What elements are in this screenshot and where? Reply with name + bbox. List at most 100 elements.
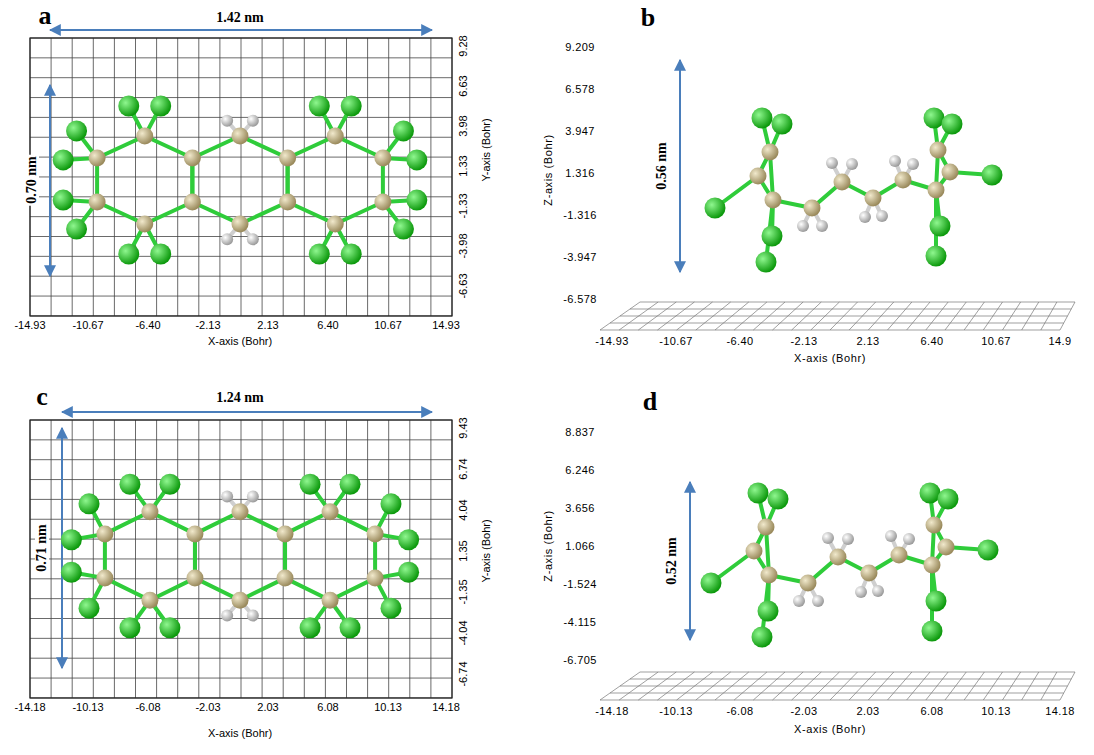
carbon-atom <box>865 190 882 207</box>
tick-label: 8.837 <box>565 427 595 438</box>
panel-letter: c <box>36 384 48 410</box>
chlorine-atom <box>150 95 171 116</box>
tick-label: 2.13 <box>856 336 879 347</box>
axis-title: Z-axis (Bohr) <box>543 510 554 581</box>
tick-label: -14.93 <box>595 336 629 347</box>
hydrogen-atom <box>822 532 834 544</box>
chlorine-atom <box>118 244 139 265</box>
tick-label: 3.947 <box>565 126 595 137</box>
carbon-atom <box>184 194 201 211</box>
floor-grid <box>600 302 1075 330</box>
grid-line <box>30 678 452 679</box>
tick-label: 2.03 <box>257 702 278 713</box>
tick-label: 6.578 <box>565 84 595 95</box>
tick-label: -6.40 <box>726 336 753 347</box>
grid-line <box>640 302 1075 303</box>
chlorine-atom <box>752 108 773 129</box>
chlorine-atom <box>119 474 140 495</box>
dimension-label: 0.52 nm <box>665 535 679 586</box>
panel-letter: b <box>641 5 655 31</box>
chlorine-atom <box>118 95 139 116</box>
tick-label: 4.04 <box>458 499 469 520</box>
chlorine-atom <box>300 474 321 495</box>
chlorine-atom <box>341 95 362 116</box>
tick-label: 2.03 <box>856 706 879 717</box>
chlorine-atom <box>926 246 947 267</box>
grid-line <box>30 296 452 297</box>
chlorine-atom <box>922 621 943 642</box>
axis-title: X-axis (Bohr) <box>208 728 272 739</box>
tick-label: -2.13 <box>790 336 817 347</box>
tick-label: -6.08 <box>135 702 160 713</box>
grid-line <box>620 686 1068 687</box>
hydrogen-atom <box>889 155 901 167</box>
grid-line <box>600 700 1060 701</box>
tick-label: 2.13 <box>257 320 278 331</box>
hydrogen-atom <box>826 157 838 169</box>
chlorine-atom <box>978 540 999 561</box>
grid-line <box>30 276 452 277</box>
hydrogen-atom <box>247 490 259 502</box>
chlorine-atom <box>768 489 789 510</box>
carbon-atom <box>800 575 817 592</box>
chlorine-atom <box>393 120 414 141</box>
dimension-label: 1.24 nm <box>214 391 265 405</box>
chlorine-atom <box>938 489 959 510</box>
tick-label: 1.066 <box>565 541 595 552</box>
tick-label: 6.08 <box>920 706 943 717</box>
tick-label: 14.93 <box>432 320 460 331</box>
carbon-atom <box>926 517 943 534</box>
dimension-arrow <box>61 428 63 668</box>
hydrogen-atom <box>812 595 824 607</box>
carbon-atom <box>758 519 775 536</box>
carbon-atom <box>891 547 908 564</box>
tick-label: 6.40 <box>317 320 338 331</box>
chlorine-atom <box>53 190 74 211</box>
chlorine-atom <box>398 529 419 550</box>
carbon-atom <box>374 150 391 167</box>
hydrogen-atom <box>793 595 805 607</box>
grid-line <box>30 539 452 540</box>
dimension-label: 0.71 nm <box>35 522 49 573</box>
axis-title: X-axis (Bohr) <box>208 336 272 347</box>
hydrogen-atom <box>816 220 828 232</box>
carbon-atom <box>232 592 249 609</box>
carbon-atom <box>861 565 878 582</box>
plot-grid <box>30 420 452 698</box>
grid-frame <box>30 420 452 698</box>
tick-label: -14.93 <box>14 320 45 331</box>
grid-line <box>30 578 452 579</box>
tick-label: -4.04 <box>458 620 469 645</box>
tick-label: 1.35 <box>458 540 469 561</box>
tick-label: 6.246 <box>565 465 595 476</box>
hydrogen-atom <box>907 158 919 170</box>
tick-label: -10.13 <box>72 702 103 713</box>
tick-label: 6.63 <box>458 75 469 96</box>
tick-label: -1.524 <box>563 579 597 590</box>
grid-line <box>600 330 1060 331</box>
tick-label: -6.705 <box>563 655 597 666</box>
carbon-atom <box>141 592 158 609</box>
grid-line <box>30 256 452 257</box>
chlorine-atom <box>701 573 722 594</box>
hydrogen-atom <box>797 220 809 232</box>
carbon-atom <box>232 216 249 233</box>
carbon-atom <box>327 128 344 145</box>
chlorine-atom <box>942 114 963 135</box>
hydrogen-atom <box>872 585 884 597</box>
grid-line <box>30 57 452 58</box>
tick-label: 10.13 <box>981 706 1011 717</box>
chlorine-atom <box>309 244 330 265</box>
grid-line <box>610 693 1064 694</box>
dimension-arrow <box>49 85 51 276</box>
hydrogen-atom <box>885 530 897 542</box>
tick-label: -1.316 <box>563 210 597 221</box>
chlorine-atom <box>398 562 419 583</box>
tick-label: -14.18 <box>14 702 45 713</box>
molecule <box>701 483 999 648</box>
chlorine-atom <box>53 149 74 170</box>
hydrogen-atom <box>842 533 854 545</box>
tick-label: 6.74 <box>458 458 469 479</box>
carbon-atom <box>186 570 203 587</box>
